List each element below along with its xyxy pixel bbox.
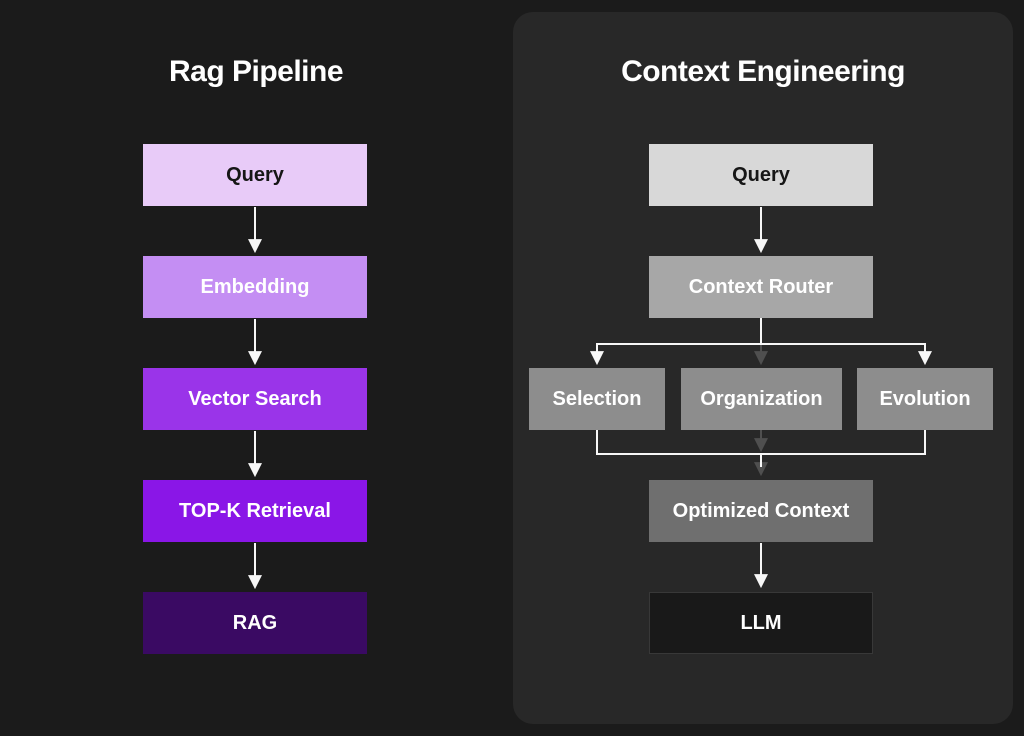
node-embedding: Embedding (143, 256, 367, 318)
node-vector-search: Vector Search (143, 368, 367, 430)
right-title: Context Engineering (621, 55, 905, 88)
left-title: Rag Pipeline (168, 55, 344, 88)
node-ce-query: Query (649, 144, 873, 206)
node-selection: Selection (529, 368, 665, 430)
node-rag: RAG (143, 592, 367, 654)
node-organization: Organization (681, 368, 842, 430)
node-llm: LLM (649, 592, 873, 654)
node-optimized-context: Optimized Context (649, 480, 873, 542)
node-evolution: Evolution (857, 368, 993, 430)
node-context-router: Context Router (649, 256, 873, 318)
node-topk-retrieval: TOP-K Retrieval (143, 480, 367, 542)
node-rag-query: Query (143, 144, 367, 206)
